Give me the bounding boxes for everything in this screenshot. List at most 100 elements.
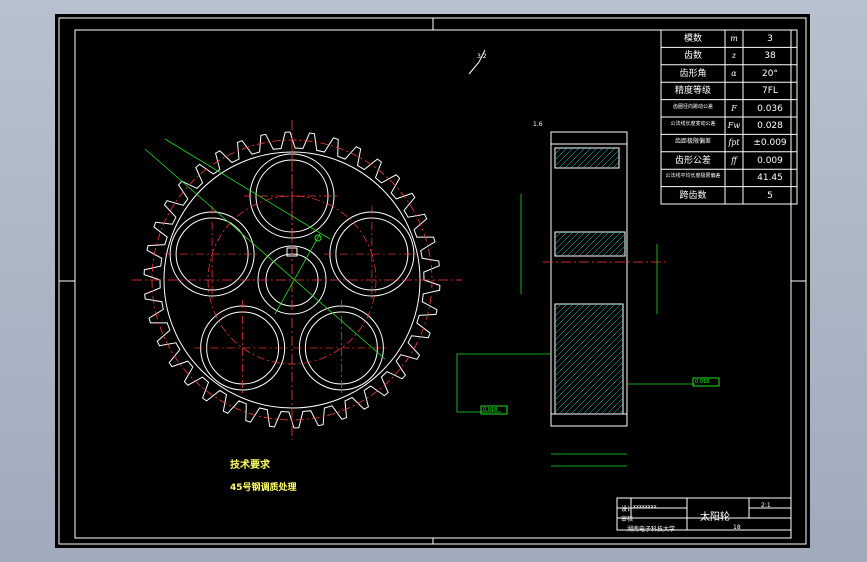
hub-outer-circle [163,151,421,409]
param-value: 0.028 [757,121,783,131]
parameter-table-lines [660,29,798,205]
check-label: 审核 [621,516,634,523]
param-label: 公法线长度变动公差 [670,121,716,127]
hatch-line [554,331,624,401]
param-value: 0.009 [757,155,783,166]
hatch-line [602,233,626,257]
gear-section-view [456,49,720,467]
param-label: 齿数 [683,51,702,62]
page-number: 18 [733,524,741,531]
hatch-top [554,147,620,169]
hatch-line [596,231,622,257]
section-outline [550,131,628,427]
hatch-line [606,155,620,169]
school-name: 湖南电子科技大学 [627,526,676,533]
hatch-line [572,231,598,257]
param-label: 齿圈径向跳动公差 [672,103,713,110]
param-symbol: α [731,68,737,78]
param-value: 20° [762,68,778,79]
hatch-line [582,147,604,169]
roughness-symbol [478,49,486,63]
hatch-bottom [554,303,624,415]
tolerance-frame-left [480,405,508,415]
hatch-line [612,403,624,415]
hatch-line [620,251,626,257]
roughness-top-label: 3.2 [477,53,487,60]
roughness-symbol [468,61,480,75]
tech-requirements-title: 技术要求 [230,460,270,471]
hatch-line [594,385,624,415]
param-symbol: fpt [728,138,740,148]
tolerance-left-label: 0.018 [483,407,498,413]
hatch-line [566,231,592,257]
hatch-line [618,409,624,415]
hatch-line [594,147,616,169]
hatch-line [606,397,624,415]
hatch-line [608,239,626,257]
title-block-lines [616,497,792,531]
tolerance-leader-left [456,353,551,413]
hatch-line [554,303,610,359]
param-symbol: m [730,34,738,43]
hatch-line [558,349,624,415]
hatch-line [554,303,604,353]
param-value: 3 [767,34,773,44]
hatch-line [576,147,598,169]
dimension-leader [274,233,321,315]
hatch-line [612,161,620,169]
hatch-line [554,303,562,311]
scale: 2:1 [761,502,771,509]
hatch-line [554,147,562,155]
gear-front-view [132,120,462,440]
dimension-marker [314,234,322,242]
title-block-border [616,497,792,531]
hatch-line [554,307,624,377]
tolerance-frame-right [692,377,720,387]
param-label: 跨齿数 [679,190,707,201]
hatch-line [554,231,562,239]
param-value: 7FL [762,86,778,97]
hatch-line [558,147,580,169]
param-label: 精度等级 [674,86,711,97]
design-name: xxxxxxxx [633,504,657,510]
tech-requirements-line: 45号钢调质处理 [230,483,297,493]
hatch-line [554,147,568,161]
param-value: 38 [764,51,776,62]
hatch-line [554,303,616,365]
param-label: 齿距极限偏差 [674,138,711,146]
hatch-line [554,313,624,383]
hatch-line [554,231,574,251]
hatch-line [554,231,580,257]
hatch-line [582,373,624,415]
outer-border [58,17,807,545]
part-name: 太阳轮 [700,512,730,523]
hatch-line [564,147,586,169]
hatch-line [554,147,574,167]
hatch-line [600,391,624,415]
hatch-line [588,147,610,169]
param-value: 0.036 [757,103,783,114]
hatch-line [554,325,624,395]
hatch-line [554,303,592,341]
param-label: 齿形公差 [674,155,711,166]
hatch-line [554,303,580,329]
hatch-line [554,337,624,407]
hatch-line [588,379,624,415]
param-label: 公法线平均长度极限偏差 [665,173,721,180]
dimension-leader [144,148,386,360]
param-symbol: Fw [727,121,741,130]
hatch-line [570,361,624,415]
hatch-line [554,343,624,413]
hatch-mid [554,231,626,257]
hatch-line [554,303,586,335]
design-label: 设计 [621,506,634,513]
hatch-line [560,231,586,257]
hatch-line [600,149,620,169]
hatch-line [584,231,610,257]
hatch-line [590,231,616,257]
hatch-line [614,245,626,257]
param-value: ±0.009 [753,138,787,149]
roughness-left-label: 1.6 [533,121,543,128]
dimension-leader [164,138,331,240]
